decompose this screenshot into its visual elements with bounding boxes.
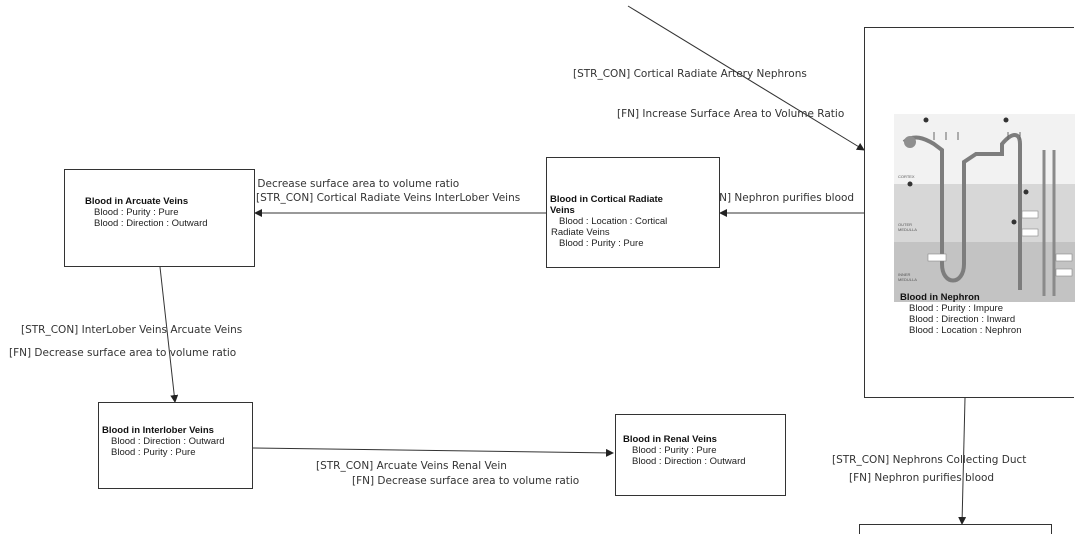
edge-arcuate-to-interlober [159,266,179,403]
edge-label-cortical-fn: [FN] Decrease surface area to volume rat… [232,178,460,190]
edge-label-interlober-fn: [FN] Decrease surface area to volume rat… [9,347,237,359]
edge-label-artery-str: [STR_CON] Cortical Radiate Artery Nephro… [573,68,807,80]
edge-label-duct-fn: [FN] Nephron purifies blood [849,472,995,484]
node-title: Blood in Nephron [900,292,980,303]
node-attr: Blood : Purity : Pure [94,207,179,218]
node-arcuate-veins[interactable]: Blood in Arcuate Veins Blood : Purity : … [64,169,255,267]
node-attr: Blood : Direction : Outward [632,456,746,467]
node-collecting-duct[interactable] [859,524,1052,534]
node-title-line2: Veins [550,205,575,216]
node-title: Blood in Arcuate Veins [85,196,189,207]
nephron-diagram: CORTEX OUTER MEDULLA INNER MEDULLA [894,114,1075,302]
edge-nephron-to-duct [958,397,967,525]
node-title: Blood in Cortical Radiate [550,194,663,205]
node-attr: Blood : Purity : Impure [909,303,1003,314]
node-attr: Blood : Direction : Outward [94,218,208,229]
node-attr: Blood : Direction : Outward [111,436,225,447]
node-attr: Blood : Purity : Pure [559,238,644,249]
node-cortical-radiate-veins[interactable]: Blood in Cortical Radiate Veins Blood : … [546,157,720,268]
node-attr: Blood : Location : Cortical [559,216,668,227]
edge-label-renal-str: [STR_CON] Arcuate Veins Renal Vein [316,460,507,472]
node-title: Blood in Interlober Veins [102,425,214,436]
node-nephron[interactable]: CORTEX OUTER MEDULLA INNER MEDULLA Blood… [864,27,1075,398]
edge-interlober-to-renal [252,447,614,457]
zone-label-inner-medulla: INNER MEDULLA [898,272,917,282]
node-attr: Blood : Location : Nephron [909,325,1022,336]
edge-label-interlober-str: [STR_CON] InterLober Veins Arcuate Veins [21,324,243,336]
edge-label-cortical-str: [STR_CON] Cortical Radiate Veins InterLo… [256,192,521,204]
zone-label-outer-medulla: OUTER MEDULLA [898,222,917,232]
node-attr: Blood : Purity : Pure [632,445,717,456]
node-attr: Radiate Veins [551,227,610,238]
node-attr: Blood : Purity : Pure [111,447,196,458]
node-interlober-veins[interactable]: Blood in Interlober Veins Blood : Direct… [98,402,253,489]
edge-label-nephron-fn: [FN] Nephron purifies blood [709,192,855,204]
edge-artery-to-nephron [627,5,865,151]
node-renal-veins[interactable]: Blood in Renal Veins Blood : Purity : Pu… [615,414,786,496]
node-title: Blood in Renal Veins [623,434,717,445]
edge-label-renal-fn: [FN] Decrease surface area to volume rat… [352,475,580,487]
zone-label-cortex: CORTEX [898,174,915,179]
edge-label-duct-str: [STR_CON] Nephrons Collecting Duct [832,454,1027,466]
edge-label-artery-fn: [FN] Increase Surface Area to Volume Rat… [617,108,845,120]
nephron-tubules [902,117,1073,296]
node-attr: Blood : Direction : Inward [909,314,1016,325]
